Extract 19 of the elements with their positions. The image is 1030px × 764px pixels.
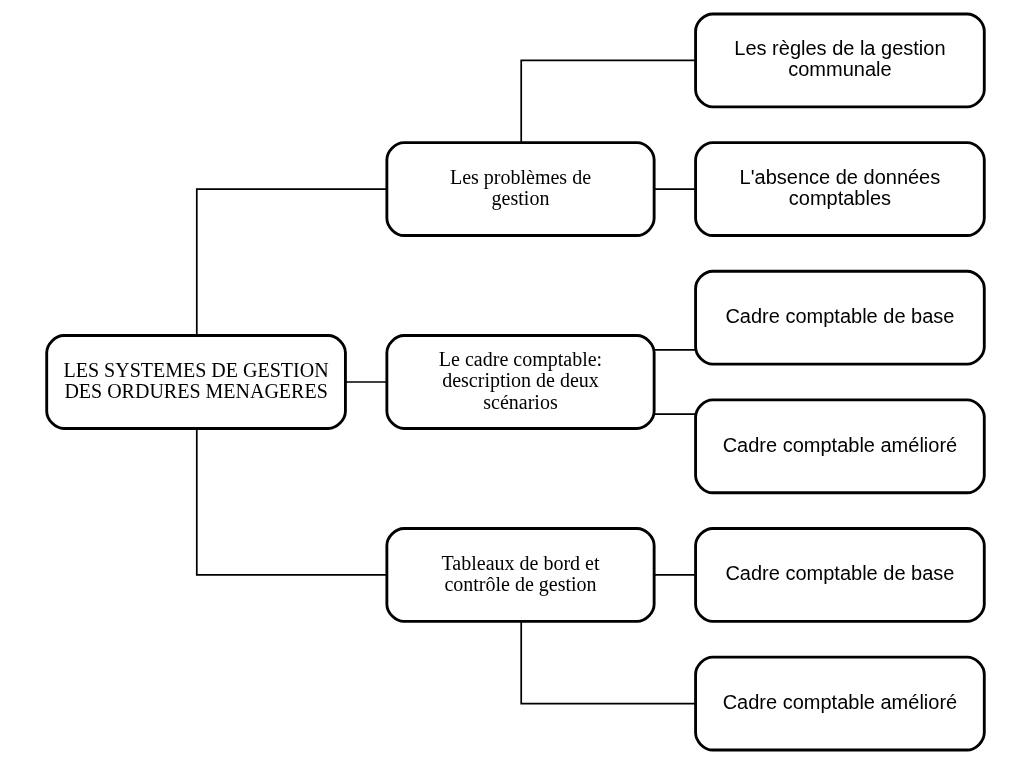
- node-box: Cadre comptable amélioré: [693, 655, 986, 752]
- connector: [653, 574, 696, 576]
- node-box: Les règles de la gestion communale: [693, 12, 986, 109]
- connector: [519, 620, 696, 705]
- connector: [195, 427, 387, 576]
- node-box: Le cadre comptable: description de deux scénarios: [384, 334, 656, 430]
- connector: [519, 59, 696, 144]
- node-box: Cadre comptable de base: [693, 269, 986, 366]
- node-box: Tableaux de bord et contrôle de gestion: [384, 527, 656, 623]
- node-box: L'absence de données comptables: [693, 141, 986, 237]
- connector: [195, 188, 387, 337]
- connector: [653, 188, 696, 190]
- node-box: Les problèmes de gestion: [384, 141, 656, 237]
- connector: [344, 381, 388, 383]
- connector: [653, 413, 696, 416]
- node-box: Cadre comptable de base: [693, 527, 986, 623]
- node-box: Cadre comptable amélioré: [693, 398, 986, 495]
- node-box: LES SYSTEMES DE GESTION DES ORDURES MENAGERES: [44, 334, 347, 430]
- connector: [653, 348, 696, 351]
